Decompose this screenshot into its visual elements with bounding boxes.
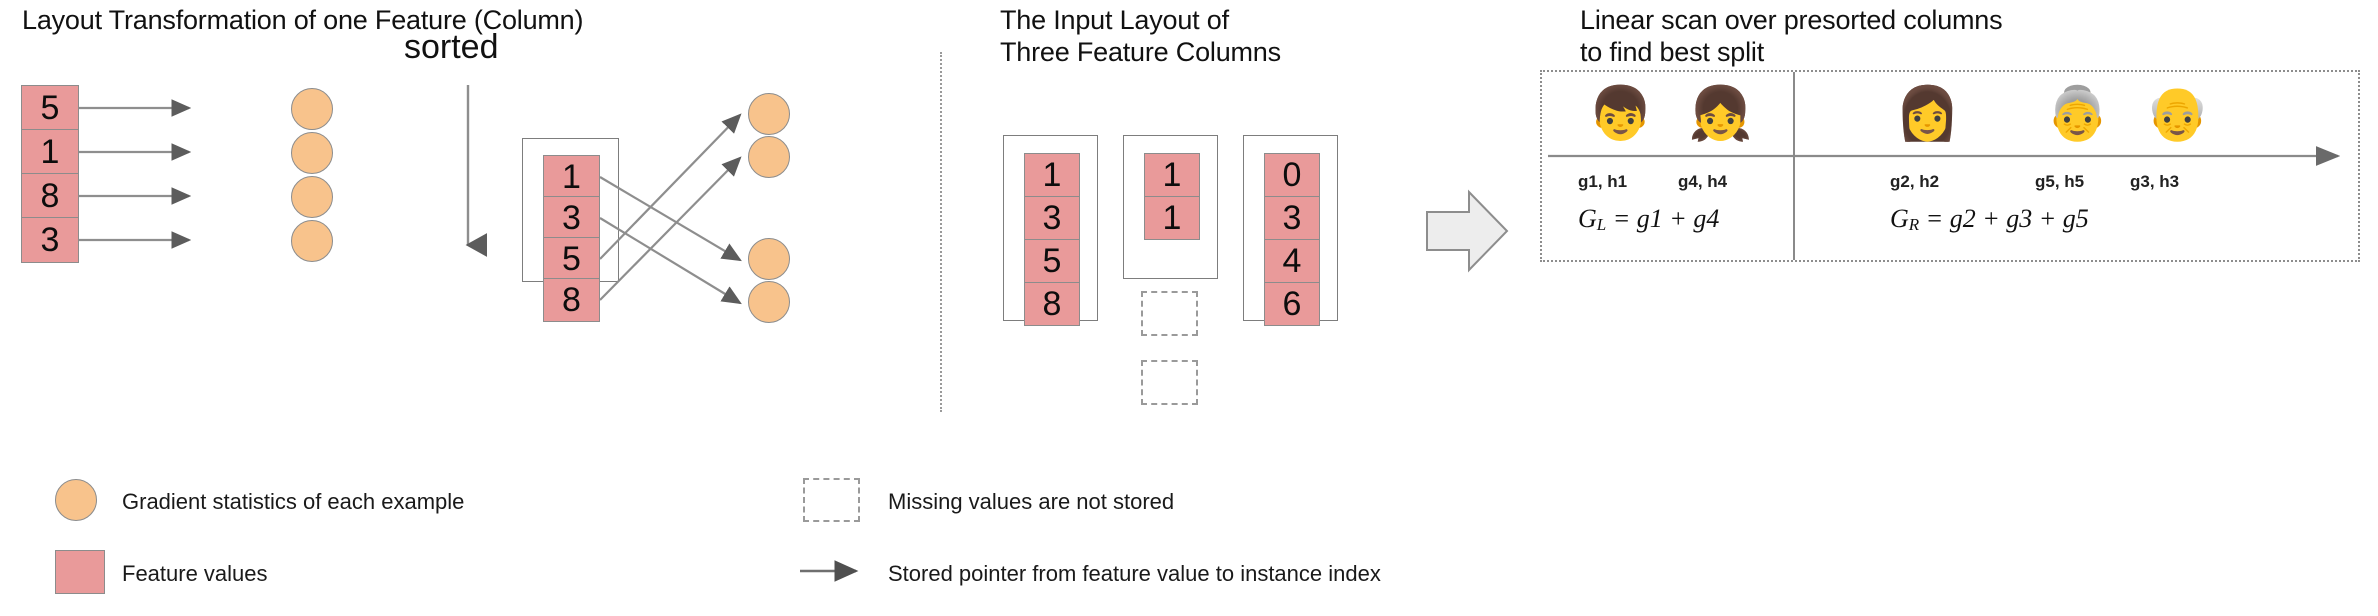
feature-column-0-value-3: 8 xyxy=(1024,282,1080,326)
feature-column-frame-1 xyxy=(1123,135,1218,279)
legend-marker-arrow xyxy=(800,560,859,582)
gradient-stat-circle-0 xyxy=(291,88,333,130)
gradient-stat-circle-3 xyxy=(291,220,333,262)
sorted-target-circle-1 xyxy=(748,136,790,178)
sorted-value-box-3: 8 xyxy=(543,278,600,322)
legend-label-gradient-stats: Gradient statistics of each example xyxy=(122,489,465,514)
instance-icon-1: 👧 xyxy=(1688,84,1753,144)
formula-gr-sub: R xyxy=(1908,215,1920,234)
feature-column-0-value-0: 1 xyxy=(1024,153,1080,197)
heading-right-panel: Linear scan over presorted columns to fi… xyxy=(1580,5,2003,67)
feature-column-2-value-2: 4 xyxy=(1264,239,1320,283)
instance-icon-2: 👩 xyxy=(1895,84,1960,144)
formula-gr-lhs: G xyxy=(1890,204,1909,233)
feature-column-2-value-1: 3 xyxy=(1264,196,1320,240)
sorted-target-circle-2 xyxy=(748,238,790,280)
gradient-stat-circle-1 xyxy=(291,132,333,174)
instance-label-3: g5, h5 xyxy=(2035,172,2085,191)
legend-label-missing-values: Missing values are not stored xyxy=(888,489,1175,514)
formula-gr-rhs: = g2 + g3 + g5 xyxy=(1925,204,2089,233)
formula-gl-sub: L xyxy=(1596,215,1607,234)
instance-icon-0: 👦 xyxy=(1588,84,1653,144)
sorted-value-box-0: 1 xyxy=(543,155,600,199)
block-arrow-icon xyxy=(1426,189,1509,273)
linear-scan-frame xyxy=(1540,70,2360,262)
instance-icon-3: 👵 xyxy=(2045,84,2110,144)
feature-column-2-value-3: 6 xyxy=(1264,282,1320,326)
panel-separator xyxy=(940,52,942,412)
unsorted-pointer-arrows xyxy=(79,99,192,249)
unsorted-value-box-2: 8 xyxy=(21,173,79,219)
sorted-down-arrow xyxy=(465,85,488,257)
instance-label-1: g4, h4 xyxy=(1678,172,1728,191)
legend-marker-circle xyxy=(55,479,97,521)
formula-gl-rhs: = g1 + g4 xyxy=(1612,204,1720,233)
feature-column-1-missing-1 xyxy=(1141,360,1198,405)
legend-marker-dashed-box xyxy=(803,478,860,522)
heading-left-panel: Layout Transformation of one Feature (Co… xyxy=(22,5,584,35)
legend-marker-square xyxy=(55,550,105,594)
formula-gl-lhs: G xyxy=(1578,204,1597,233)
legend-label-feature-values: Feature values xyxy=(122,561,268,586)
feature-column-0-value-1: 3 xyxy=(1024,196,1080,240)
instance-label-2: g2, h2 xyxy=(1890,172,1940,191)
sorted-value-box-1: 3 xyxy=(543,196,600,240)
feature-column-0-value-2: 5 xyxy=(1024,239,1080,283)
instance-icon-4: 👴 xyxy=(2145,84,2210,144)
sorted-target-circle-3 xyxy=(748,281,790,323)
scan-axis-arrow xyxy=(1548,146,2341,166)
heading-middle-panel: The Input Layout of Three Feature Column… xyxy=(1000,5,1281,67)
sorted-pointer-arrows xyxy=(599,113,742,305)
sorted-label: sorted xyxy=(404,28,499,66)
split-line xyxy=(1793,72,1795,260)
feature-column-1-missing-0 xyxy=(1141,291,1198,336)
legend-label-stored-pointer: Stored pointer from feature value to ins… xyxy=(888,561,1381,586)
feature-column-1-value-0: 1 xyxy=(1144,153,1200,197)
formula-gr: GR = g2 + g3 + g5 xyxy=(1890,204,2089,235)
instance-label-4: g3, h3 xyxy=(2130,172,2180,191)
feature-column-2-value-0: 0 xyxy=(1264,153,1320,197)
sorted-target-circle-0 xyxy=(748,93,790,135)
instance-label-0: g1, h1 xyxy=(1578,172,1628,191)
formula-gl: GL = g1 + g4 xyxy=(1578,204,1719,235)
feature-column-1-value-1: 1 xyxy=(1144,196,1200,240)
unsorted-value-box-0: 5 xyxy=(21,85,79,131)
unsorted-value-box-1: 1 xyxy=(21,129,79,175)
gradient-stat-circle-2 xyxy=(291,176,333,218)
unsorted-value-box-3: 3 xyxy=(21,217,79,263)
sorted-value-box-2: 5 xyxy=(543,237,600,281)
